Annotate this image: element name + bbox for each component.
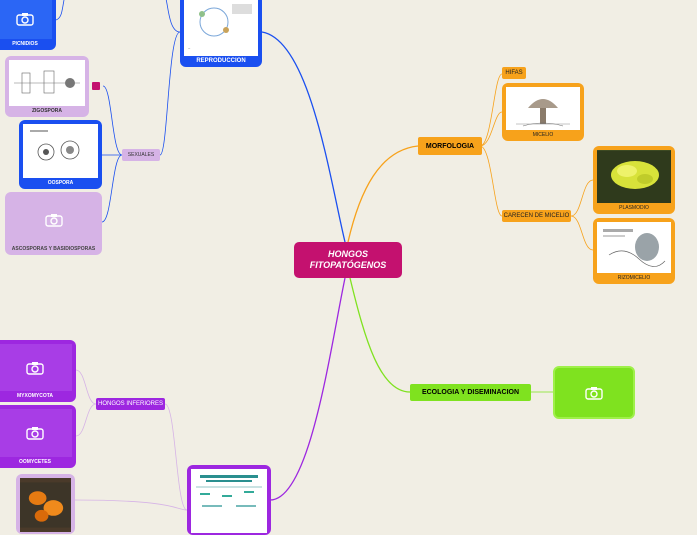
orange-fungus-photo-icon — [20, 482, 71, 528]
topic-sexuales-label: SEXUALES — [128, 152, 154, 158]
topic-hongos-inferiores[interactable]: HONGOS INFERIORES — [96, 398, 165, 410]
oomycetes-image-placeholder — [0, 409, 72, 457]
topic-sexuales[interactable]: SEXUALES — [122, 149, 160, 161]
fungus-photo — [20, 478, 71, 532]
card-clasificacion[interactable] — [187, 465, 271, 535]
myxomycota-image-placeholder — [0, 344, 72, 391]
ascosporas-image-placeholder — [9, 196, 98, 244]
camera-icon — [26, 361, 44, 375]
topic-morfologia-label: MORFOLOGIA — [426, 143, 474, 150]
topic-hongos-inferiores-label: HONGOS INFERIORES — [98, 401, 163, 407]
picnidios-image-placeholder — [0, 0, 52, 39]
classification-table-icon — [192, 471, 266, 531]
card-rizomicelio-caption: RIZOMICELIO — [618, 275, 651, 282]
card-ascosporas[interactable]: ASCOSPORAS Y BASIDIOSPORAS — [5, 192, 102, 255]
rizomicelio-image — [597, 222, 671, 273]
card-plasmodio[interactable]: PLASMODIO — [593, 146, 675, 214]
card-oomycetes[interactable]: OOMYCETES — [0, 405, 76, 468]
card-zigospora-caption: ZIGOSPORA — [32, 108, 62, 115]
svg-text:~: ~ — [188, 46, 191, 51]
central-topic-label: HONGOS FITOPATÓGENOS — [294, 249, 402, 271]
zigospora-image — [9, 60, 85, 106]
note-marker-icon[interactable] — [92, 82, 100, 90]
mushroom-diagram-icon — [508, 88, 578, 130]
card-ecologia-image-placeholder[interactable] — [553, 366, 635, 419]
plasmodio-image — [597, 150, 671, 203]
card-oomycetes-caption: OOMYCETES — [19, 459, 51, 466]
card-myxomycota[interactable]: MYXOMYCOTA — [0, 340, 76, 402]
card-fungus-photo[interactable] — [16, 474, 75, 534]
card-oospora-caption: OOSPORA — [48, 180, 74, 187]
camera-icon — [585, 386, 603, 400]
topic-morfologia[interactable]: MORFOLOGIA — [418, 137, 482, 155]
camera-icon — [16, 12, 34, 26]
card-myxomycota-caption: MYXOMYCOTA — [17, 393, 53, 400]
oospora-image — [23, 124, 98, 178]
rhizomycelium-diagram-icon — [599, 225, 669, 271]
topic-ecologia[interactable]: ECOLOGIA Y DISEMINACION — [410, 384, 531, 401]
camera-icon — [45, 213, 63, 227]
reproduccion-image: ~ — [184, 0, 258, 56]
zygospore-diagram-icon — [10, 61, 84, 105]
topic-carecen-label: CARECEN DE MICELIO — [504, 213, 570, 219]
life-cycle-diagram-icon: ~ — [184, 0, 258, 54]
card-picnidios-caption: PICNIDIOS — [12, 41, 38, 48]
card-reproduccion-caption: REPRODUCCION — [196, 58, 245, 65]
clasificacion-image — [191, 469, 267, 533]
card-picnidios[interactable]: PICNIDIOS — [0, 0, 56, 50]
camera-icon — [26, 426, 44, 440]
topic-hifas-label: HIFAS — [505, 70, 522, 76]
card-oospora[interactable]: OOSPORA — [19, 120, 102, 189]
topic-hifas[interactable]: HIFAS — [502, 67, 526, 79]
card-zigospora[interactable]: ZIGOSPORA — [5, 56, 89, 117]
card-reproduccion[interactable]: ~ REPRODUCCION — [180, 0, 262, 67]
card-plasmodio-caption: PLASMODIO — [619, 205, 649, 212]
card-micelio-caption: MICELIO — [533, 132, 554, 139]
oospore-diagram-icon — [24, 126, 98, 176]
card-micelio[interactable]: MICELIO — [502, 83, 584, 141]
topic-ecologia-label: ECOLOGIA Y DISEMINACION — [422, 389, 519, 396]
card-ascosporas-caption: ASCOSPORAS Y BASIDIOSPORAS — [12, 246, 95, 253]
card-rizomicelio[interactable]: RIZOMICELIO — [593, 218, 675, 284]
micelio-image — [506, 87, 580, 130]
central-topic[interactable]: HONGOS FITOPATÓGENOS — [294, 242, 402, 278]
topic-carecen-de-micelio[interactable]: CARECEN DE MICELIO — [502, 210, 571, 222]
slime-mold-photo-icon — [597, 151, 671, 203]
